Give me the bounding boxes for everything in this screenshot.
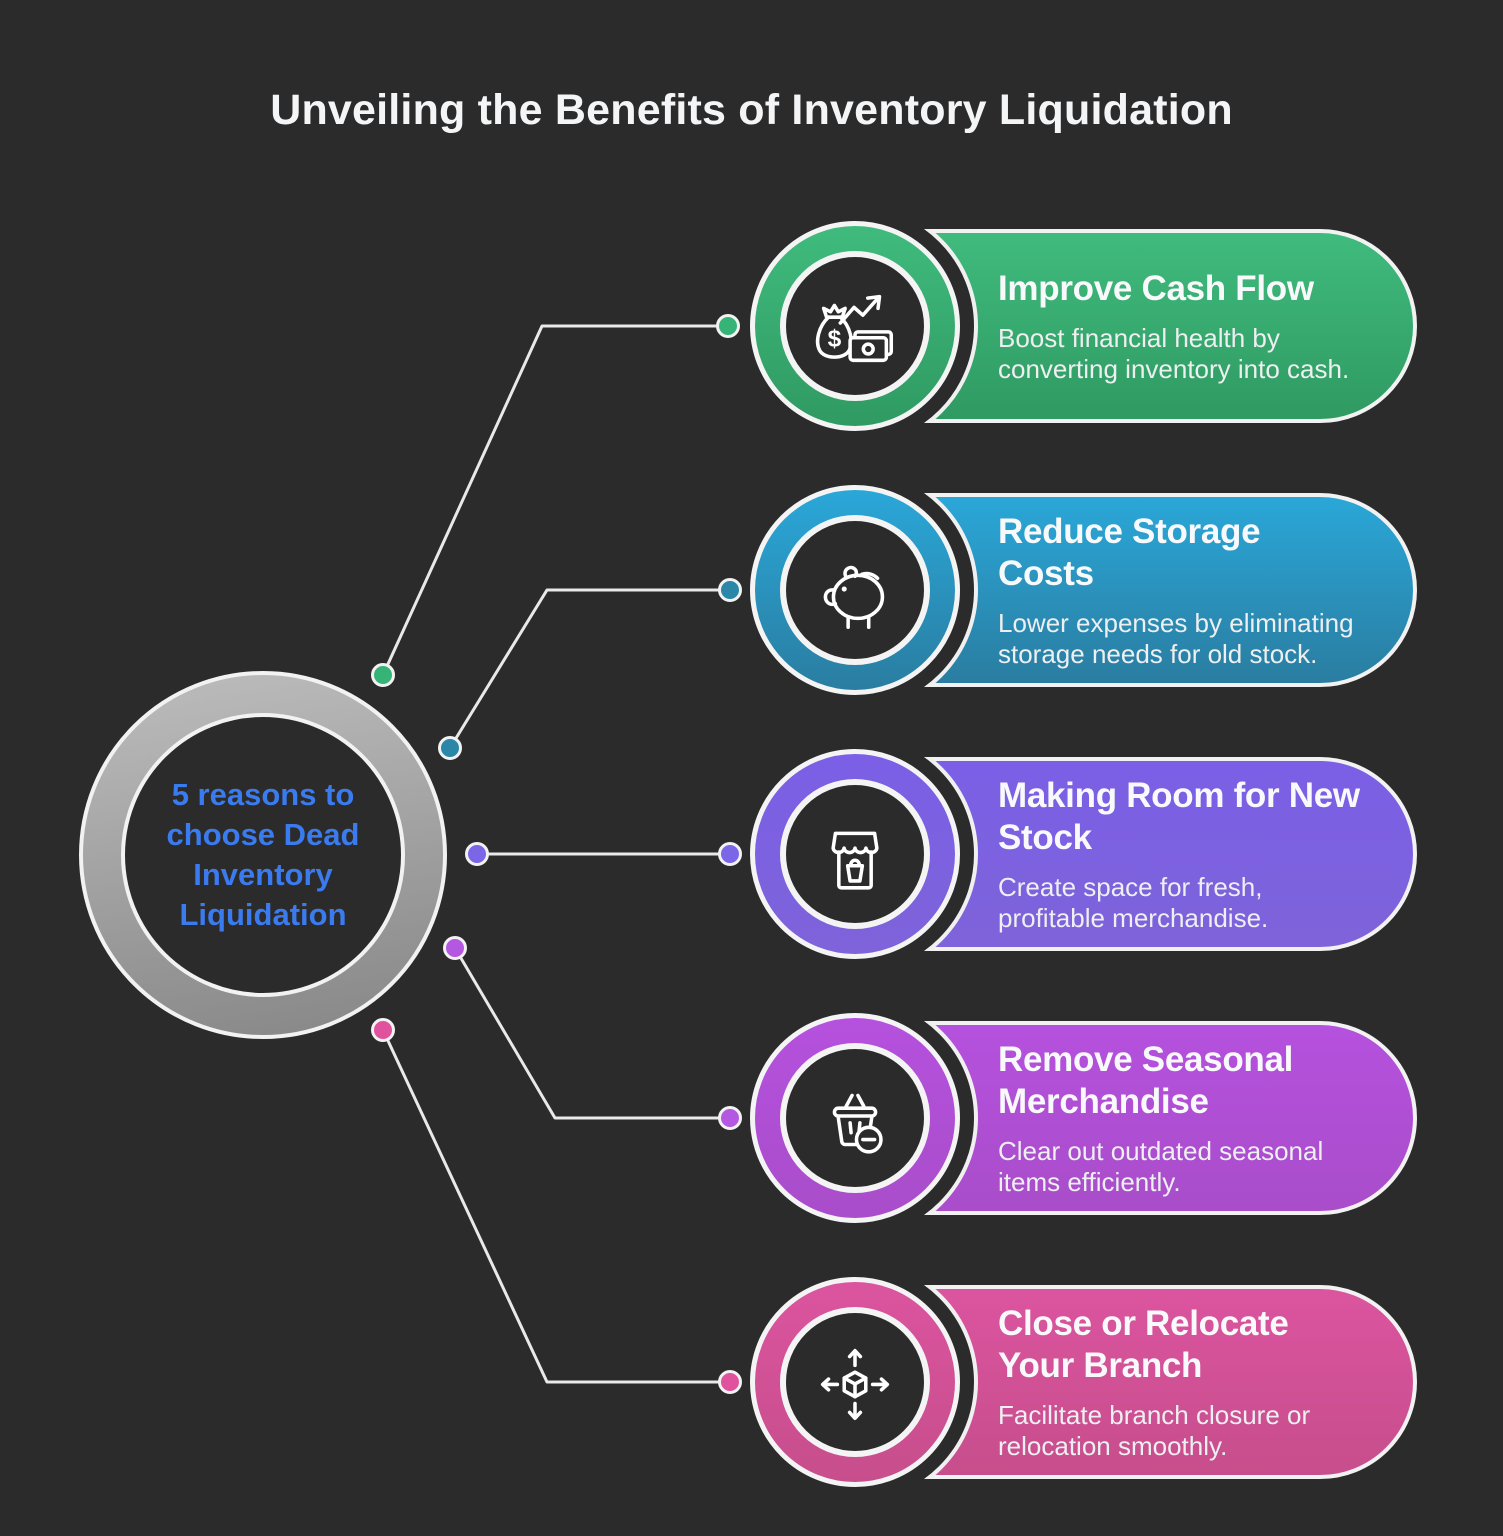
connector-dot xyxy=(718,578,742,602)
card-description: Facilitate branch closure or relocation … xyxy=(998,1399,1311,1461)
card-description: Lower expenses by eliminating storage ne… xyxy=(998,607,1354,669)
card-description: Clear out outdated seasonal items effici… xyxy=(998,1135,1324,1197)
connector-dot xyxy=(371,663,395,687)
connector-dot xyxy=(371,1018,395,1042)
page-title: Unveiling the Benefits of Inventory Liqu… xyxy=(270,86,1233,134)
storefront-icon xyxy=(831,831,879,890)
connector-line xyxy=(448,588,730,749)
icon-badge-inner xyxy=(780,779,930,929)
central-ring: 5 reasons to choose Dead Inventory Liqui… xyxy=(79,671,447,1039)
central-ring-inner: 5 reasons to choose Dead Inventory Liqui… xyxy=(121,713,405,997)
icon-badge xyxy=(750,1277,960,1487)
connector-dot xyxy=(718,1106,742,1130)
connector-line xyxy=(453,947,730,1120)
icon-badge-inner xyxy=(780,515,930,665)
card-title: Making Room for New Stock xyxy=(998,775,1360,857)
money-bag-growth-icon: $ xyxy=(815,294,894,363)
connector-line xyxy=(381,1029,730,1384)
icon-badge: $ xyxy=(750,221,960,431)
card-title: Reduce Storage Costs xyxy=(998,511,1261,593)
icon-badge-inner: $ xyxy=(780,251,930,401)
icon-badge-inner xyxy=(780,1307,930,1457)
icon-badge-inner xyxy=(780,1043,930,1193)
svg-text:$: $ xyxy=(828,326,842,353)
icon-badge xyxy=(750,749,960,959)
move-cube-icon xyxy=(820,1348,890,1421)
card-title: Close or Relocate Your Branch xyxy=(998,1303,1289,1385)
connector-dot xyxy=(438,736,462,760)
connector-dot xyxy=(718,1370,742,1394)
connector-dot xyxy=(465,842,489,866)
card-title: Improve Cash Flow xyxy=(998,268,1314,308)
basket-minus-icon xyxy=(832,1093,883,1154)
connector-dot xyxy=(718,842,742,866)
card-title: Remove Seasonal Merchandise xyxy=(998,1039,1294,1121)
card-description: Boost financial health by converting inv… xyxy=(998,322,1350,384)
icon-badge xyxy=(750,1013,960,1223)
card-description: Create space for fresh, profitable merch… xyxy=(998,871,1269,933)
icon-badge xyxy=(750,485,960,695)
connector-dot xyxy=(716,314,740,338)
central-label: 5 reasons to choose Dead Inventory Liqui… xyxy=(166,777,360,932)
connector-line xyxy=(381,324,728,676)
connector-dot xyxy=(443,936,467,960)
piggy-bank-icon xyxy=(823,565,885,630)
